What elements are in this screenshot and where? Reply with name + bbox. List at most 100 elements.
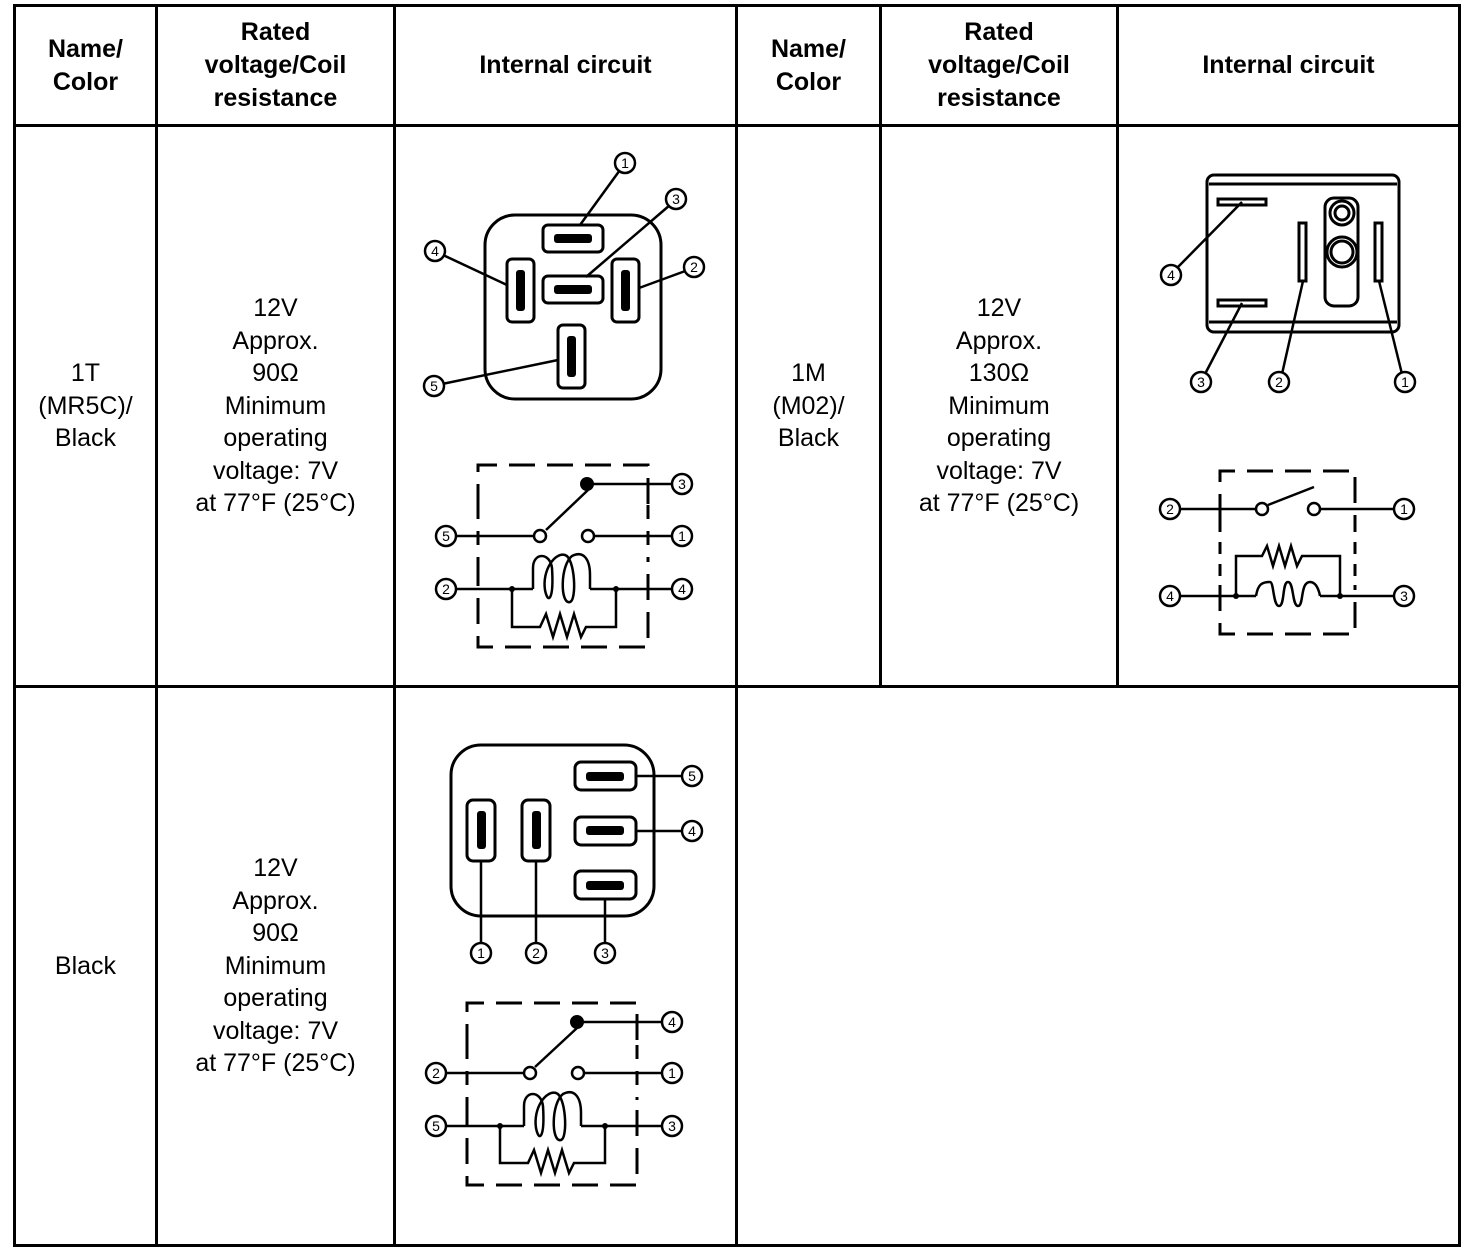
header-name-color-right: Name/Color [738,7,879,124]
pin-label: 2 [1275,374,1283,390]
pin-label: 5 [688,768,696,784]
rated-line: operating [223,984,328,1013]
header-rated-left: Rated voltage/Coil resistance [158,7,393,124]
table-border-left [13,4,16,1247]
col-divider-5 [1116,4,1119,687]
terminal-slot [558,325,585,388]
rated-line: Minimum [948,391,1050,420]
name-line: 1M [791,359,826,388]
rated-line: at 77°F (25°C) [195,1049,356,1078]
connector-housing [485,215,661,399]
pin-label: 3 [1400,588,1408,604]
rated-line: voltage: 7V [212,1016,339,1045]
pin-label: 5 [432,1118,440,1134]
pin-label: 2 [532,945,540,961]
pin-label: 2 [1166,501,1174,517]
rated-line: 90Ω [252,919,299,948]
col-divider-2 [393,4,396,1247]
header-circuit-right: Internal circuit [1119,7,1458,124]
rated-line: 12V [253,294,298,323]
pin-label: 3 [668,1118,676,1134]
name-line: Black [777,424,840,453]
pin-label: 5 [430,378,438,394]
header-circuit-left: Internal circuit [396,7,735,124]
rated-line: 12V [253,854,298,883]
header-text: voltage/Coil [928,51,1070,79]
rated-line: 130Ω [968,359,1030,388]
pin-label: 4 [668,1014,676,1030]
col-divider-1 [155,4,158,1247]
rated-line: at 77°F (25°C) [195,489,356,518]
pin-label: 2 [432,1065,440,1081]
relay-contact-common [570,1015,584,1029]
relay-black-rated: 12V Approx. 90Ω Minimum operating voltage: 7V… [158,688,393,1244]
rated-line: operating [946,424,1052,453]
rated-line: Minimum [224,951,327,980]
pin-label: 1 [678,528,686,544]
terminal-blade [1218,300,1266,306]
relay-contact-common [580,477,594,491]
pin-label: 4 [1167,267,1175,283]
relay-1m-rated: 12V Approx. 130Ω Minimum operating voltage: 7… [882,127,1116,685]
pin-label: 1 [1400,501,1408,517]
dashed-enclosure [467,1003,637,1185]
rated-line: voltage: 7V [936,456,1062,485]
rated-line: Approx. [955,326,1043,355]
rated-line: at 77°F (25°C) [918,489,1080,518]
pin-label: 1 [668,1065,676,1081]
pin-label: 2 [442,581,450,597]
rated-line: Approx. [232,326,319,355]
relay-contact [534,530,546,542]
rated-line: 12V [976,294,1022,323]
header-text: voltage/Coil [204,51,347,79]
pin-label: 1 [477,945,485,961]
relay-contact [524,1067,536,1079]
relay-contact [1256,503,1268,515]
header-name-color-left: Name/Color [16,7,155,124]
header-text: Name/ [47,34,124,63]
relay-contact [1308,503,1320,515]
header-text: Rated [240,18,311,46]
relay-contact [582,530,594,542]
name-line: 1T [70,359,101,388]
relay-1t-rated: 12V Approx. 90Ω Minimum operating voltage: 7V… [158,127,393,685]
pin-label: 1 [1401,374,1409,390]
relay-housing [1207,175,1399,332]
dashed-enclosure [1220,471,1355,634]
relay-contact [572,1067,584,1079]
terminal-blade [1375,223,1382,281]
header-text: Name/ [770,34,847,63]
header-text: Internal circuit [1202,51,1375,79]
rated-line: Minimum [224,391,327,420]
header-text: Internal circuit [479,51,652,79]
table-border-right [1458,4,1461,1247]
terminal-slot [543,276,603,303]
name-line: Black [54,424,117,453]
header-text: resistance [213,84,338,112]
pin-label: 3 [601,945,609,961]
pin-label: 4 [678,581,686,597]
rated-line: 90Ω [252,359,299,388]
col-divider-3 [735,4,738,1247]
header-text: resistance [937,84,1061,112]
pin-label: 4 [1166,588,1174,604]
pin-label: 4 [431,243,439,259]
name-line: (MR5C)/ [38,391,133,420]
pin-label: 3 [678,476,686,492]
rated-line: Approx. [232,886,319,915]
rated-line: operating [223,424,328,453]
pin-label: 4 [688,823,696,839]
pin-label: 5 [442,528,450,544]
name-line: Black [54,951,117,980]
relay-1m-name: 1M(M02)/Black [738,127,879,685]
col-divider-4 [879,4,882,687]
rated-line: voltage: 7V [212,456,339,485]
